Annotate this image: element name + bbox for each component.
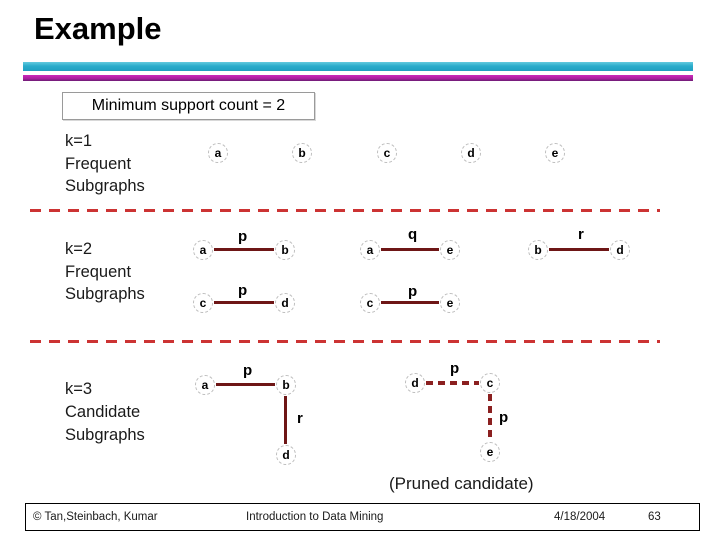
section-separator: [30, 209, 660, 212]
graph-node-b: b: [528, 240, 548, 260]
graph-node-a: a: [208, 143, 228, 163]
section-k2-line3: Subgraphs: [65, 285, 145, 303]
edge-label: q: [408, 226, 418, 243]
footer-book-title: Introduction to Data Mining: [246, 511, 384, 523]
section-k3-line3: Subgraphs: [65, 426, 145, 444]
graph-node-b: b: [276, 375, 296, 395]
section-k2-line1: k=2: [65, 240, 93, 258]
graph-node-d: d: [276, 445, 296, 465]
graph-node-c: c: [480, 373, 500, 393]
graph-node-d: d: [405, 373, 425, 393]
graph-edge: [214, 248, 274, 251]
page-title: Example: [34, 11, 162, 46]
section-label-k2: k=2 Frequent Subgraphs: [65, 238, 145, 306]
section-label-k3: k=3 Candidate Subgraphs: [65, 378, 145, 447]
section-label-k1: k=1 Frequent Subgraphs: [65, 130, 145, 198]
graph-node-b: b: [275, 240, 295, 260]
section-k1-line1: k=1: [65, 132, 93, 150]
graph-edge-dashed: [426, 381, 479, 385]
section-k1-line2: Frequent: [65, 154, 132, 173]
graph-node-a: a: [193, 240, 213, 260]
footer-bar: © Tan,Steinbach, Kumar Introduction to D…: [25, 503, 700, 531]
edge-label: p: [238, 228, 248, 245]
footer-page-number: 63: [648, 511, 661, 523]
graph-node-e: e: [440, 293, 460, 313]
graph-edge: [214, 301, 274, 304]
graph-node-e: e: [545, 143, 565, 163]
section-separator: [30, 340, 660, 343]
graph-edge: [381, 248, 439, 251]
graph-node-e: e: [480, 442, 500, 462]
accent-bar-cyan: [23, 62, 693, 71]
graph-node-d: d: [610, 240, 630, 260]
edge-label: p: [499, 409, 509, 426]
edge-label: p: [450, 360, 460, 377]
edge-label: p: [408, 283, 418, 300]
graph-node-c: c: [193, 293, 213, 313]
graph-node-d: d: [275, 293, 295, 313]
graph-edge-dashed: [488, 394, 492, 441]
section-k3-line2: Candidate: [65, 403, 141, 421]
edge-label: r: [578, 226, 584, 243]
footer-date: 4/18/2004: [554, 511, 606, 523]
graph-node-c: c: [360, 293, 380, 313]
footer-copyright: © Tan,Steinbach, Kumar: [33, 511, 158, 523]
edge-label: r: [297, 410, 303, 427]
section-k3-line1: k=3: [65, 380, 93, 398]
min-support-box: Minimum support count = 2: [62, 92, 315, 120]
graph-node-a: a: [195, 375, 215, 395]
accent-bar-magenta: [23, 75, 693, 81]
graph-node-a: a: [360, 240, 380, 260]
graph-node-d: d: [461, 143, 481, 163]
pruned-candidate-note: (Pruned candidate): [389, 474, 534, 493]
section-k2-line2: Frequent: [65, 262, 132, 281]
section-k1-line3: Subgraphs: [65, 177, 145, 195]
graph-edge: [216, 383, 275, 386]
edge-label: p: [238, 282, 248, 299]
graph-node-e: e: [440, 240, 460, 260]
graph-edge: [381, 301, 439, 304]
graph-node-b: b: [292, 143, 312, 163]
graph-edge: [284, 396, 287, 444]
edge-label: p: [243, 362, 253, 379]
graph-edge: [549, 248, 609, 251]
graph-node-c: c: [377, 143, 397, 163]
